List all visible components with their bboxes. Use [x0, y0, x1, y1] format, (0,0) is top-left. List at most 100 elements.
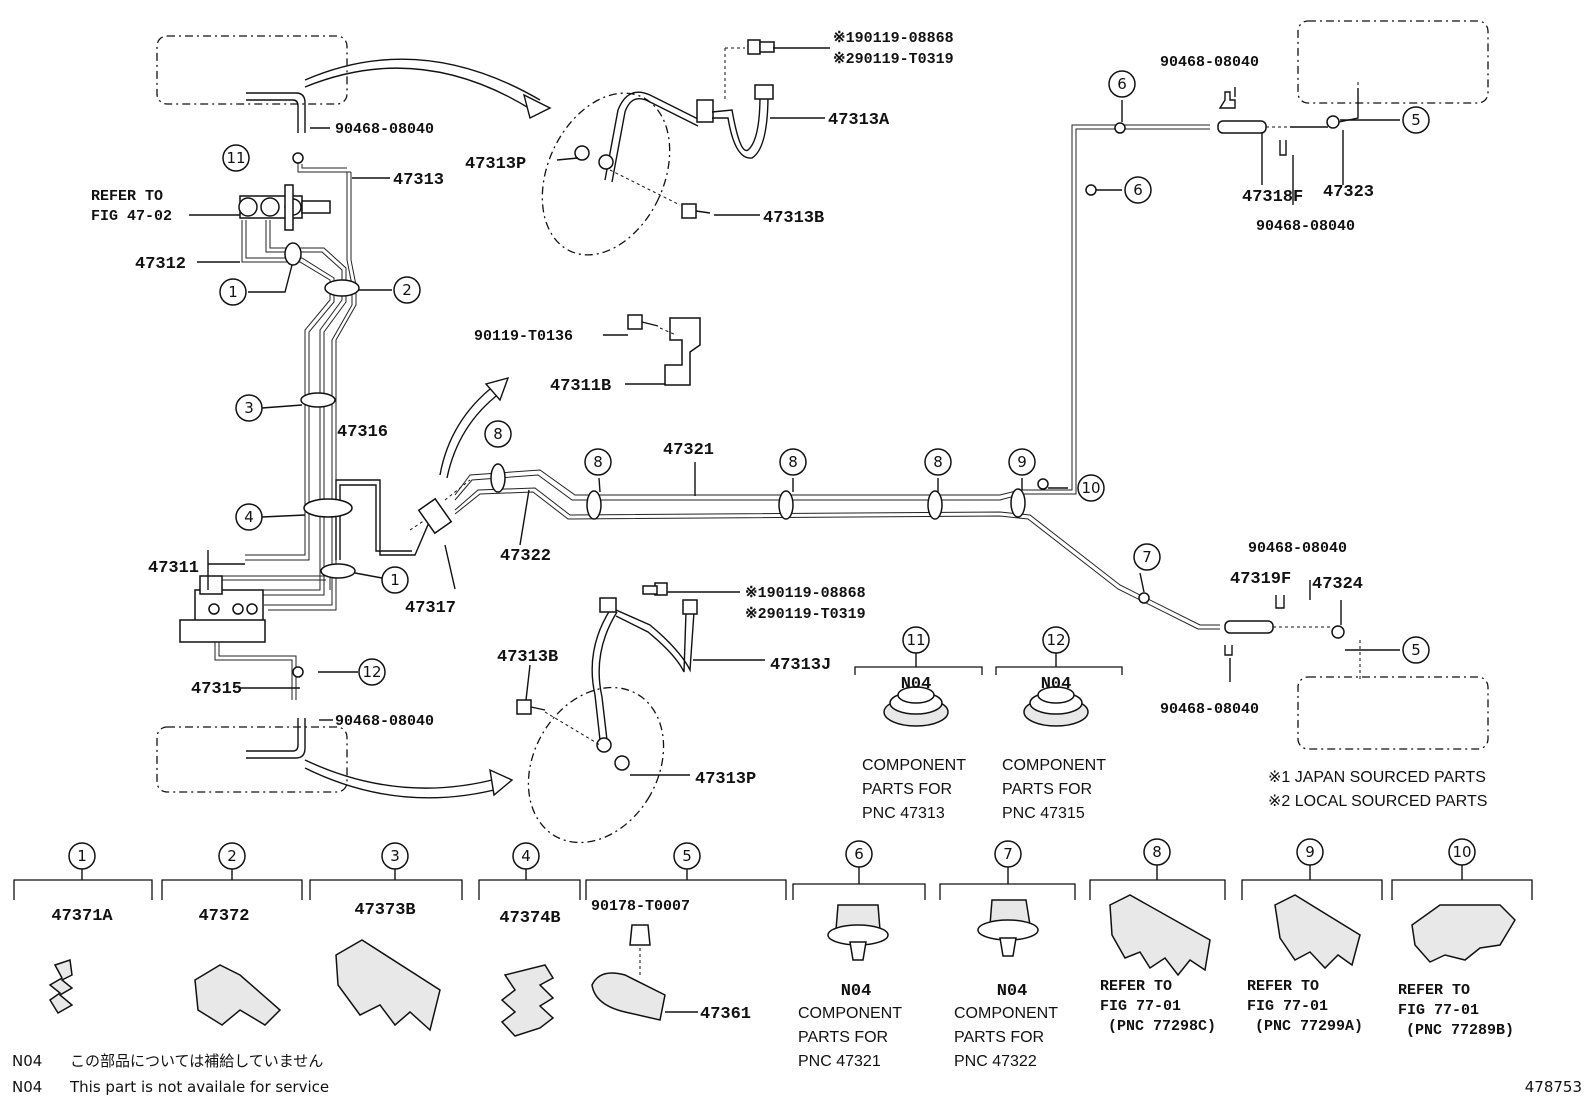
callout-3: 3: [235, 394, 263, 422]
svg-text:6: 6: [1133, 181, 1143, 199]
svg-text:6: 6: [854, 845, 864, 863]
label-47313: 47313: [393, 171, 444, 190]
label-star2-top: ※290119-T0319: [833, 51, 954, 68]
svg-text:4: 4: [521, 847, 531, 865]
svg-text:3: 3: [390, 847, 400, 865]
svg-text:47371A: 47371A: [51, 907, 113, 926]
callout-5-a: 5: [1402, 106, 1430, 134]
svg-text:47372: 47372: [198, 907, 249, 926]
svg-text:8: 8: [933, 453, 943, 471]
label-47313P-bot: 47313P: [695, 770, 756, 789]
svg-text:PNC 47322: PNC 47322: [954, 1053, 1037, 1070]
label-90468-08040-f: 90468-08040: [1160, 701, 1259, 718]
hose-47313J: [516, 582, 698, 771]
hose-stub-bottom-left: [246, 718, 306, 759]
svg-text:FIG 77-01: FIG 77-01: [1398, 1002, 1479, 1019]
callout-8-d: 8: [924, 448, 952, 476]
svg-text:PARTS FOR: PARTS FOR: [954, 1029, 1044, 1046]
hose-47313A: [574, 39, 775, 219]
label-47321: 47321: [663, 441, 714, 460]
pipe-47316: [335, 479, 431, 560]
label-90468-08040-a: 90468-08040: [335, 121, 434, 138]
detail-11: 11 N04 COMPONENT PARTS FOR PNC 47313: [854, 626, 983, 822]
svg-text:FIG 77-01: FIG 77-01: [1100, 998, 1181, 1015]
svg-text:47361: 47361: [700, 1005, 751, 1024]
svg-text:8: 8: [788, 453, 798, 471]
svg-text:7: 7: [1142, 548, 1152, 566]
label-47311B: 47311B: [550, 377, 611, 396]
label-47313J: 47313J: [770, 656, 831, 675]
svg-text:4: 4: [244, 508, 254, 526]
svg-text:COMPONENT: COMPONENT: [1002, 757, 1106, 774]
svg-text:9: 9: [1017, 453, 1027, 471]
bracket-47311B: [627, 314, 701, 386]
callout-9: 9: [1008, 448, 1036, 476]
note-japan-sourced: ※1 JAPAN SOURCED PARTS: [1268, 769, 1486, 786]
svg-text:12: 12: [1046, 631, 1065, 649]
label-47312: 47312: [135, 255, 186, 274]
callout-1-a: 1: [219, 278, 247, 306]
callout-12-main: 12: [358, 658, 386, 686]
svg-text:3: 3: [244, 399, 254, 417]
label-refer-to: REFER TO: [91, 188, 163, 205]
legend-item-4: 4 47374B: [478, 842, 581, 1037]
arrow-middle: [439, 376, 510, 479]
label-star1-bot: ※190119-08868: [745, 585, 866, 602]
svg-text:(PNC 77298C): (PNC 77298C): [1108, 1018, 1216, 1035]
svg-text:FIG 77-01: FIG 77-01: [1247, 998, 1328, 1015]
legend-item-3: 3 47373B: [309, 842, 463, 1032]
svg-text:PARTS FOR: PARTS FOR: [798, 1029, 888, 1046]
svg-text:REFER TO: REFER TO: [1398, 982, 1470, 999]
grommet-11: [883, 686, 949, 727]
union-47318F: [1217, 80, 1359, 156]
callout-2: 2: [393, 276, 421, 304]
svg-text:11: 11: [226, 149, 245, 167]
figure-id: 478753: [1525, 1078, 1582, 1096]
svg-text:REFER TO: REFER TO: [1100, 978, 1172, 995]
callout-8-a: 8: [484, 420, 512, 448]
label-47313B-top: 47313B: [763, 209, 824, 228]
svg-text:47374B: 47374B: [499, 909, 560, 928]
svg-text:5: 5: [682, 847, 692, 865]
hose-stub-top-left: [246, 92, 306, 133]
label-47324: 47324: [1312, 575, 1363, 594]
callout-11-top: 11: [222, 144, 250, 172]
wheel-area-box-bottom-left: [156, 726, 348, 793]
callout-8-b: 8: [584, 448, 612, 476]
callout-10: 10: [1077, 474, 1105, 502]
part-number-labels: 90468-08040 47313 REFER TO FIG 47-02 473…: [91, 30, 1374, 789]
legend-item-5: 5 90178-T0007 47361: [585, 842, 787, 1024]
legend-item-7: 7 N04 COMPONENT PARTS FOR PNC 47322: [939, 840, 1076, 1070]
grommet-12: [1023, 686, 1089, 727]
svg-text:N04: N04: [1041, 675, 1072, 694]
callout-4: 4: [235, 503, 263, 531]
label-fig-47-02: FIG 47-02: [91, 208, 172, 225]
legend-item-2: 2 47372: [161, 842, 303, 1026]
svg-text:9: 9: [1305, 843, 1315, 861]
svg-text:7: 7: [1003, 845, 1013, 863]
pipe-47316-inner: [339, 484, 412, 560]
svg-text:PARTS FOR: PARTS FOR: [1002, 781, 1092, 798]
footnotes: N04 この部品については補給していません N04 This part is n…: [12, 1052, 329, 1096]
svg-text:5: 5: [1411, 641, 1421, 659]
label-47311: 47311: [148, 559, 199, 578]
svg-text:PNC 47315: PNC 47315: [1002, 805, 1085, 822]
svg-text:This part is not availale for: This part is not availale for service: [69, 1078, 329, 1096]
arrow-bottom: [304, 759, 514, 799]
svg-text:COMPONENT: COMPONENT: [798, 1005, 902, 1022]
label-47319F: 47319F: [1230, 570, 1291, 589]
label-47313A: 47313A: [828, 111, 890, 130]
callout-8-c: 8: [779, 448, 807, 476]
callout-7: 7: [1133, 543, 1161, 571]
label-star1-top: ※190119-08868: [833, 30, 954, 47]
svg-text:PNC 47321: PNC 47321: [798, 1053, 881, 1070]
union-47319F: [1224, 595, 1361, 680]
legend-item-6: 6 N04 COMPONENT PARTS FOR PNC 47321: [792, 840, 926, 1070]
svg-text:PARTS FOR: PARTS FOR: [862, 781, 952, 798]
svg-text:10: 10: [1452, 843, 1471, 861]
legend-item-1: 1 47371A: [13, 842, 153, 1015]
detail-ellipse-bottom: [527, 686, 665, 844]
svg-text:1: 1: [77, 847, 87, 865]
legend-item-8: 8 REFER TO FIG 77-01 (PNC 77298C): [1089, 838, 1226, 1035]
label-90468-08040-d: 90468-08040: [1256, 218, 1355, 235]
